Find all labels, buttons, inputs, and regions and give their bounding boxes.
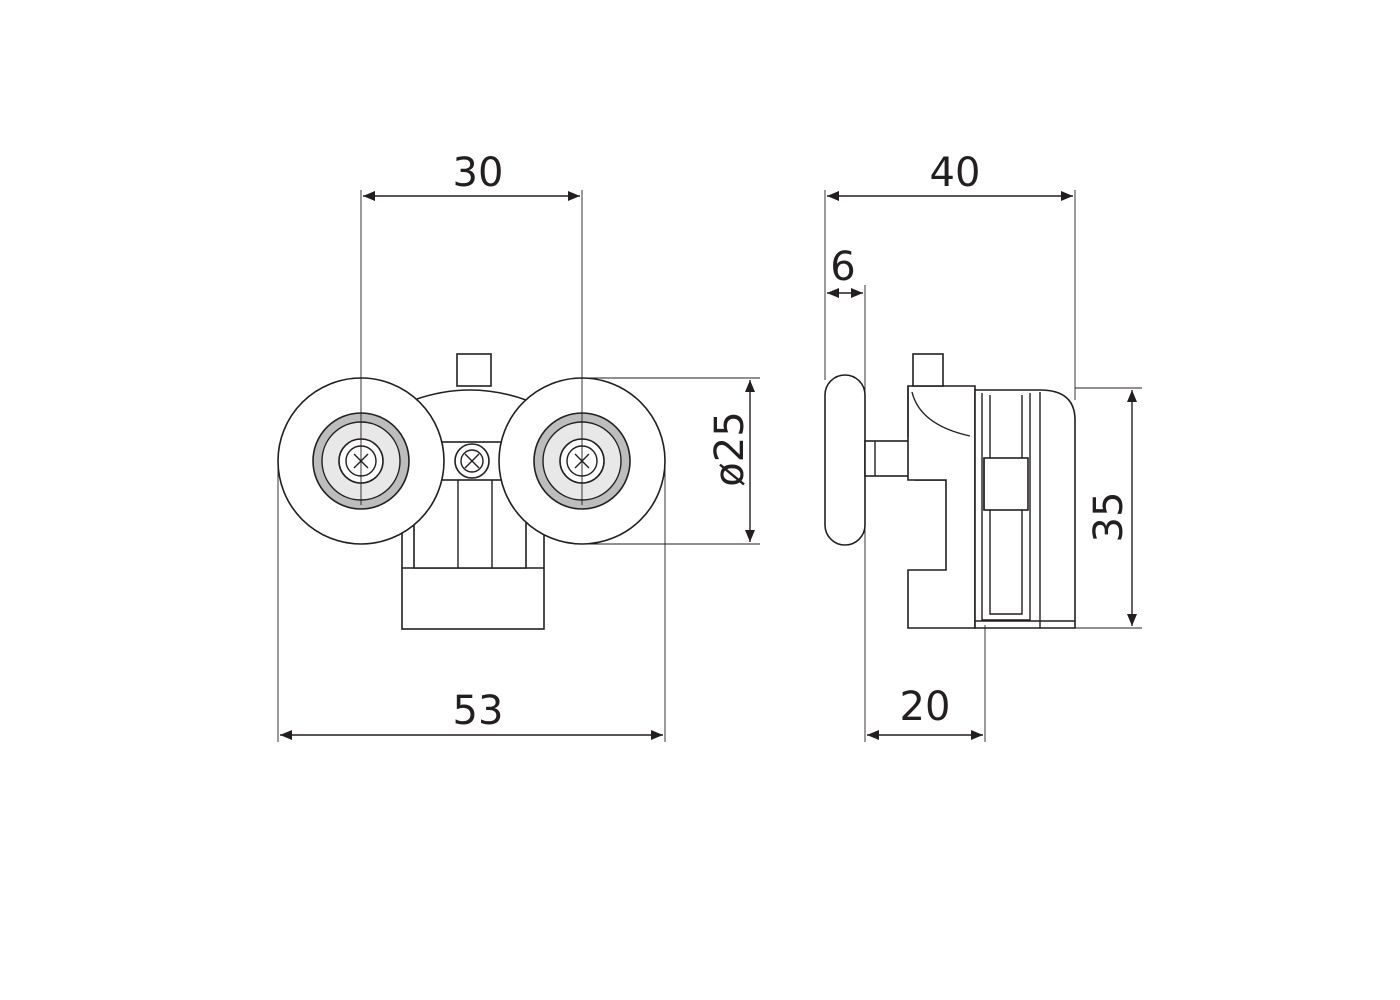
front-view: 30 53 ø25 (277, 150, 760, 742)
dim-label-6: 6 (830, 244, 855, 290)
dim-label-40: 40 (930, 150, 981, 196)
side-top-pin (912, 353, 944, 387)
dim-label-20: 20 (900, 684, 951, 730)
side-axle (864, 440, 916, 477)
front-top-pin (456, 353, 492, 387)
side-view: 40 6 20 35 (824, 150, 1142, 742)
dim-label-diameter: ø25 (707, 411, 753, 486)
side-body (907, 385, 976, 629)
dim-label-53: 53 (453, 688, 504, 734)
side-clamp-insert (983, 457, 1029, 511)
side-wheel (824, 374, 866, 546)
dim-label-35: 35 (1086, 492, 1132, 543)
dim-label-30: 30 (453, 150, 504, 196)
